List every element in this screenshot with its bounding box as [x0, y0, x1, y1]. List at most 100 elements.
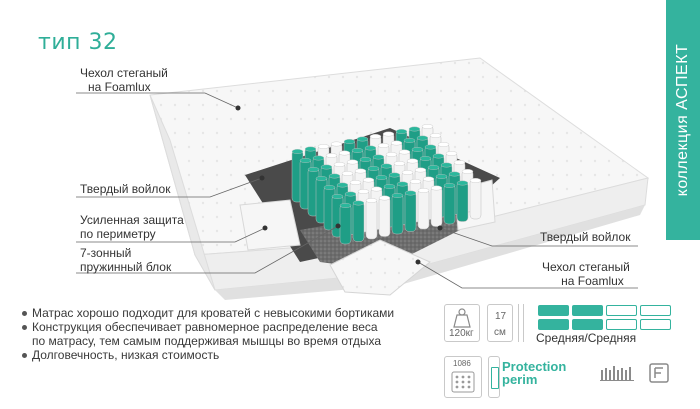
spring-pocket-top	[380, 163, 393, 169]
spring-pocket-top	[429, 133, 442, 138]
feature-list: Матрас хорошо подходит для кроватей с не…	[22, 306, 394, 362]
spring-pocket-top	[461, 169, 474, 174]
height-value: 17	[495, 311, 507, 322]
spring-pocket	[456, 181, 469, 222]
spring-pocket-top	[404, 190, 417, 196]
protection-perimeter-text: Protection perim	[502, 359, 567, 387]
label-cover-bottom: Чехол стеганый на Foamlux	[542, 260, 630, 288]
spring-pocket-top	[343, 139, 356, 144]
spring-pocket-top	[391, 193, 404, 198]
perimeter-foam-left	[239, 199, 301, 251]
label-felt-left: Твердый войлок	[80, 182, 171, 196]
spring-pocket-top	[370, 186, 383, 192]
spring-pocket-top	[469, 178, 482, 183]
springs-count-icon: 1086	[444, 356, 482, 398]
spring-pocket-top	[443, 183, 456, 188]
spring-pocket	[391, 193, 404, 235]
spring-pocket-top	[390, 140, 403, 146]
label-cover-top: Чехол стеганый на Foamlux	[80, 66, 168, 94]
spring-pocket-top	[398, 149, 411, 155]
spring-pocket-top	[328, 173, 341, 179]
spring-pocket-top	[339, 203, 352, 208]
weight-limit-icon: 120кг	[444, 304, 480, 342]
spring-pocket-top	[383, 184, 396, 189]
spring-pocket-top	[331, 194, 344, 199]
spring-pocket	[339, 203, 352, 245]
spring-pocket-top	[430, 185, 443, 191]
spring-pocket-top	[330, 141, 343, 147]
spring-pocket-top	[414, 167, 427, 173]
spring-pocket-top	[378, 195, 391, 201]
feature-item: Долговечность, низкая стоимость	[22, 348, 394, 362]
spring-pocket-top	[432, 153, 445, 159]
spring-pocket-top	[341, 171, 354, 176]
callout-springs	[76, 225, 339, 274]
firmness-cell	[538, 319, 569, 330]
spring-pocket	[443, 183, 456, 225]
label-perimeter: Усиленная защита по периметру	[80, 213, 184, 241]
firmness-cell	[606, 319, 637, 330]
spring-pocket-top	[396, 181, 409, 187]
spring-pocket	[417, 188, 430, 230]
spring-pocket-top	[372, 154, 385, 160]
height-ruler-icon	[518, 304, 524, 342]
spring-pocket-top	[408, 126, 421, 132]
spring-pocket-top	[307, 167, 320, 172]
spring-pocket-top	[421, 124, 434, 129]
spring-pocket-top	[409, 179, 422, 184]
spring-pocket	[404, 191, 417, 232]
spring-pocket-top	[403, 138, 416, 143]
collection-tab: коллекция АСПЕКТ	[666, 0, 700, 240]
spring-pocket-top	[304, 146, 317, 152]
spring-pocket-top	[427, 165, 440, 170]
firmness-cell	[606, 305, 637, 316]
springs-count-value: 1086	[453, 359, 471, 368]
spring-pocket-top	[317, 144, 330, 149]
spring-pocket	[469, 178, 482, 220]
spring-pocket-top	[406, 158, 419, 164]
spring-pocket-top	[456, 180, 469, 186]
bottom-cover-flap	[329, 239, 431, 296]
spring-pocket-top	[382, 131, 395, 137]
spring-pocket-top	[312, 155, 325, 161]
spring-pocket	[430, 186, 443, 227]
spring-pocket-top	[401, 170, 414, 175]
label-springs: 7-зонный пружинный блок	[80, 246, 172, 274]
spring-pocket-top	[349, 180, 362, 185]
spring-pocket-top	[333, 162, 346, 167]
weight-limit-value: 120кг	[449, 328, 474, 339]
spring-pocket-top	[362, 177, 375, 183]
spring-block	[291, 124, 482, 245]
spring-pocket-top	[354, 168, 367, 174]
spring-pocket-top	[320, 164, 333, 170]
spring-pocket-top	[325, 153, 338, 158]
spring-pocket-top	[315, 176, 328, 181]
spring-pocket-top	[445, 151, 458, 156]
spring-pocket	[378, 196, 391, 237]
spring-pocket-top	[419, 156, 432, 161]
spring-pocket-top	[351, 148, 364, 153]
spring-pocket-top	[338, 150, 351, 156]
spring-pocket-top	[388, 172, 401, 178]
callout-perimeter	[76, 227, 266, 243]
height-unit: см	[494, 327, 506, 338]
spring-pocket-top	[422, 176, 435, 182]
spring-pocket-top	[323, 185, 336, 190]
spring-pocket-top	[346, 159, 359, 165]
firmness-cell	[572, 305, 603, 316]
spring-pocket-top	[375, 175, 388, 180]
callout-felt-right	[439, 227, 638, 247]
spring-pocket-top	[356, 136, 369, 142]
spring-pocket-top	[359, 157, 372, 162]
spring-pocket-top	[377, 143, 390, 148]
spring-pocket-top	[367, 166, 380, 171]
firmness-cell	[572, 319, 603, 330]
callout-cover-bottom	[417, 261, 638, 289]
spring-pocket-top	[416, 135, 429, 141]
spring-pocket-top	[395, 129, 408, 134]
spring-pocket-top	[357, 189, 370, 194]
protection-perimeter-icon	[488, 356, 500, 398]
feature-item: Конструкция обеспечивает равномерное рас…	[22, 320, 394, 348]
firmness-cell	[640, 319, 671, 330]
